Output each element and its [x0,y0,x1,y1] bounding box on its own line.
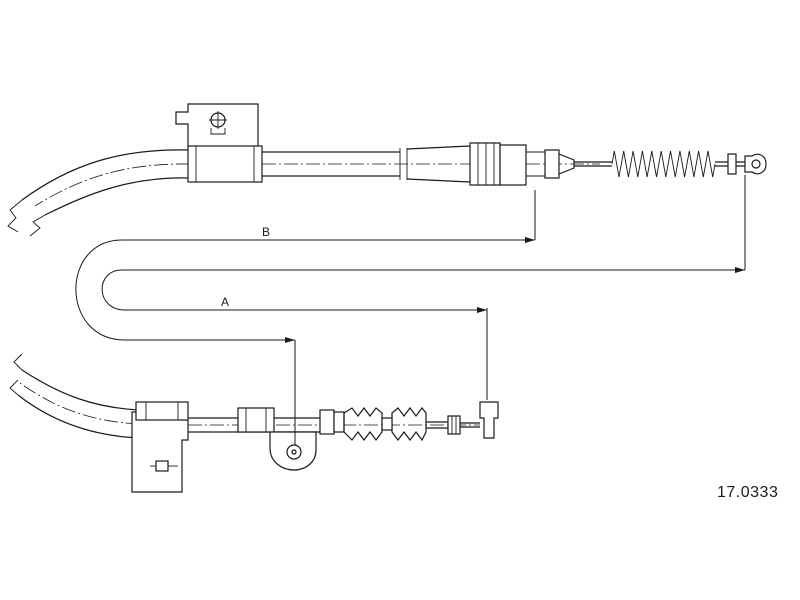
lower-mounting-bracket [131,411,189,493]
lower-ferrule [237,407,275,433]
upper-adjuster-nut [499,144,527,186]
lower-cable [9,353,499,493]
part-number-label: 17.0333 [717,484,779,501]
lower-bracket-bolt [155,460,169,472]
upper-ferrule [187,145,263,183]
upper-return-spring [611,150,716,178]
dimension-a-label: A [221,295,229,309]
dimension-lines: B A [75,175,746,445]
lower-bellows [343,407,427,442]
lower-pivot-clip [269,431,317,471]
upper-eye-end [744,153,767,175]
upper-cable [7,103,767,237]
lower-t-end-fitting [479,401,499,439]
dimension-b-label: B [262,225,270,239]
